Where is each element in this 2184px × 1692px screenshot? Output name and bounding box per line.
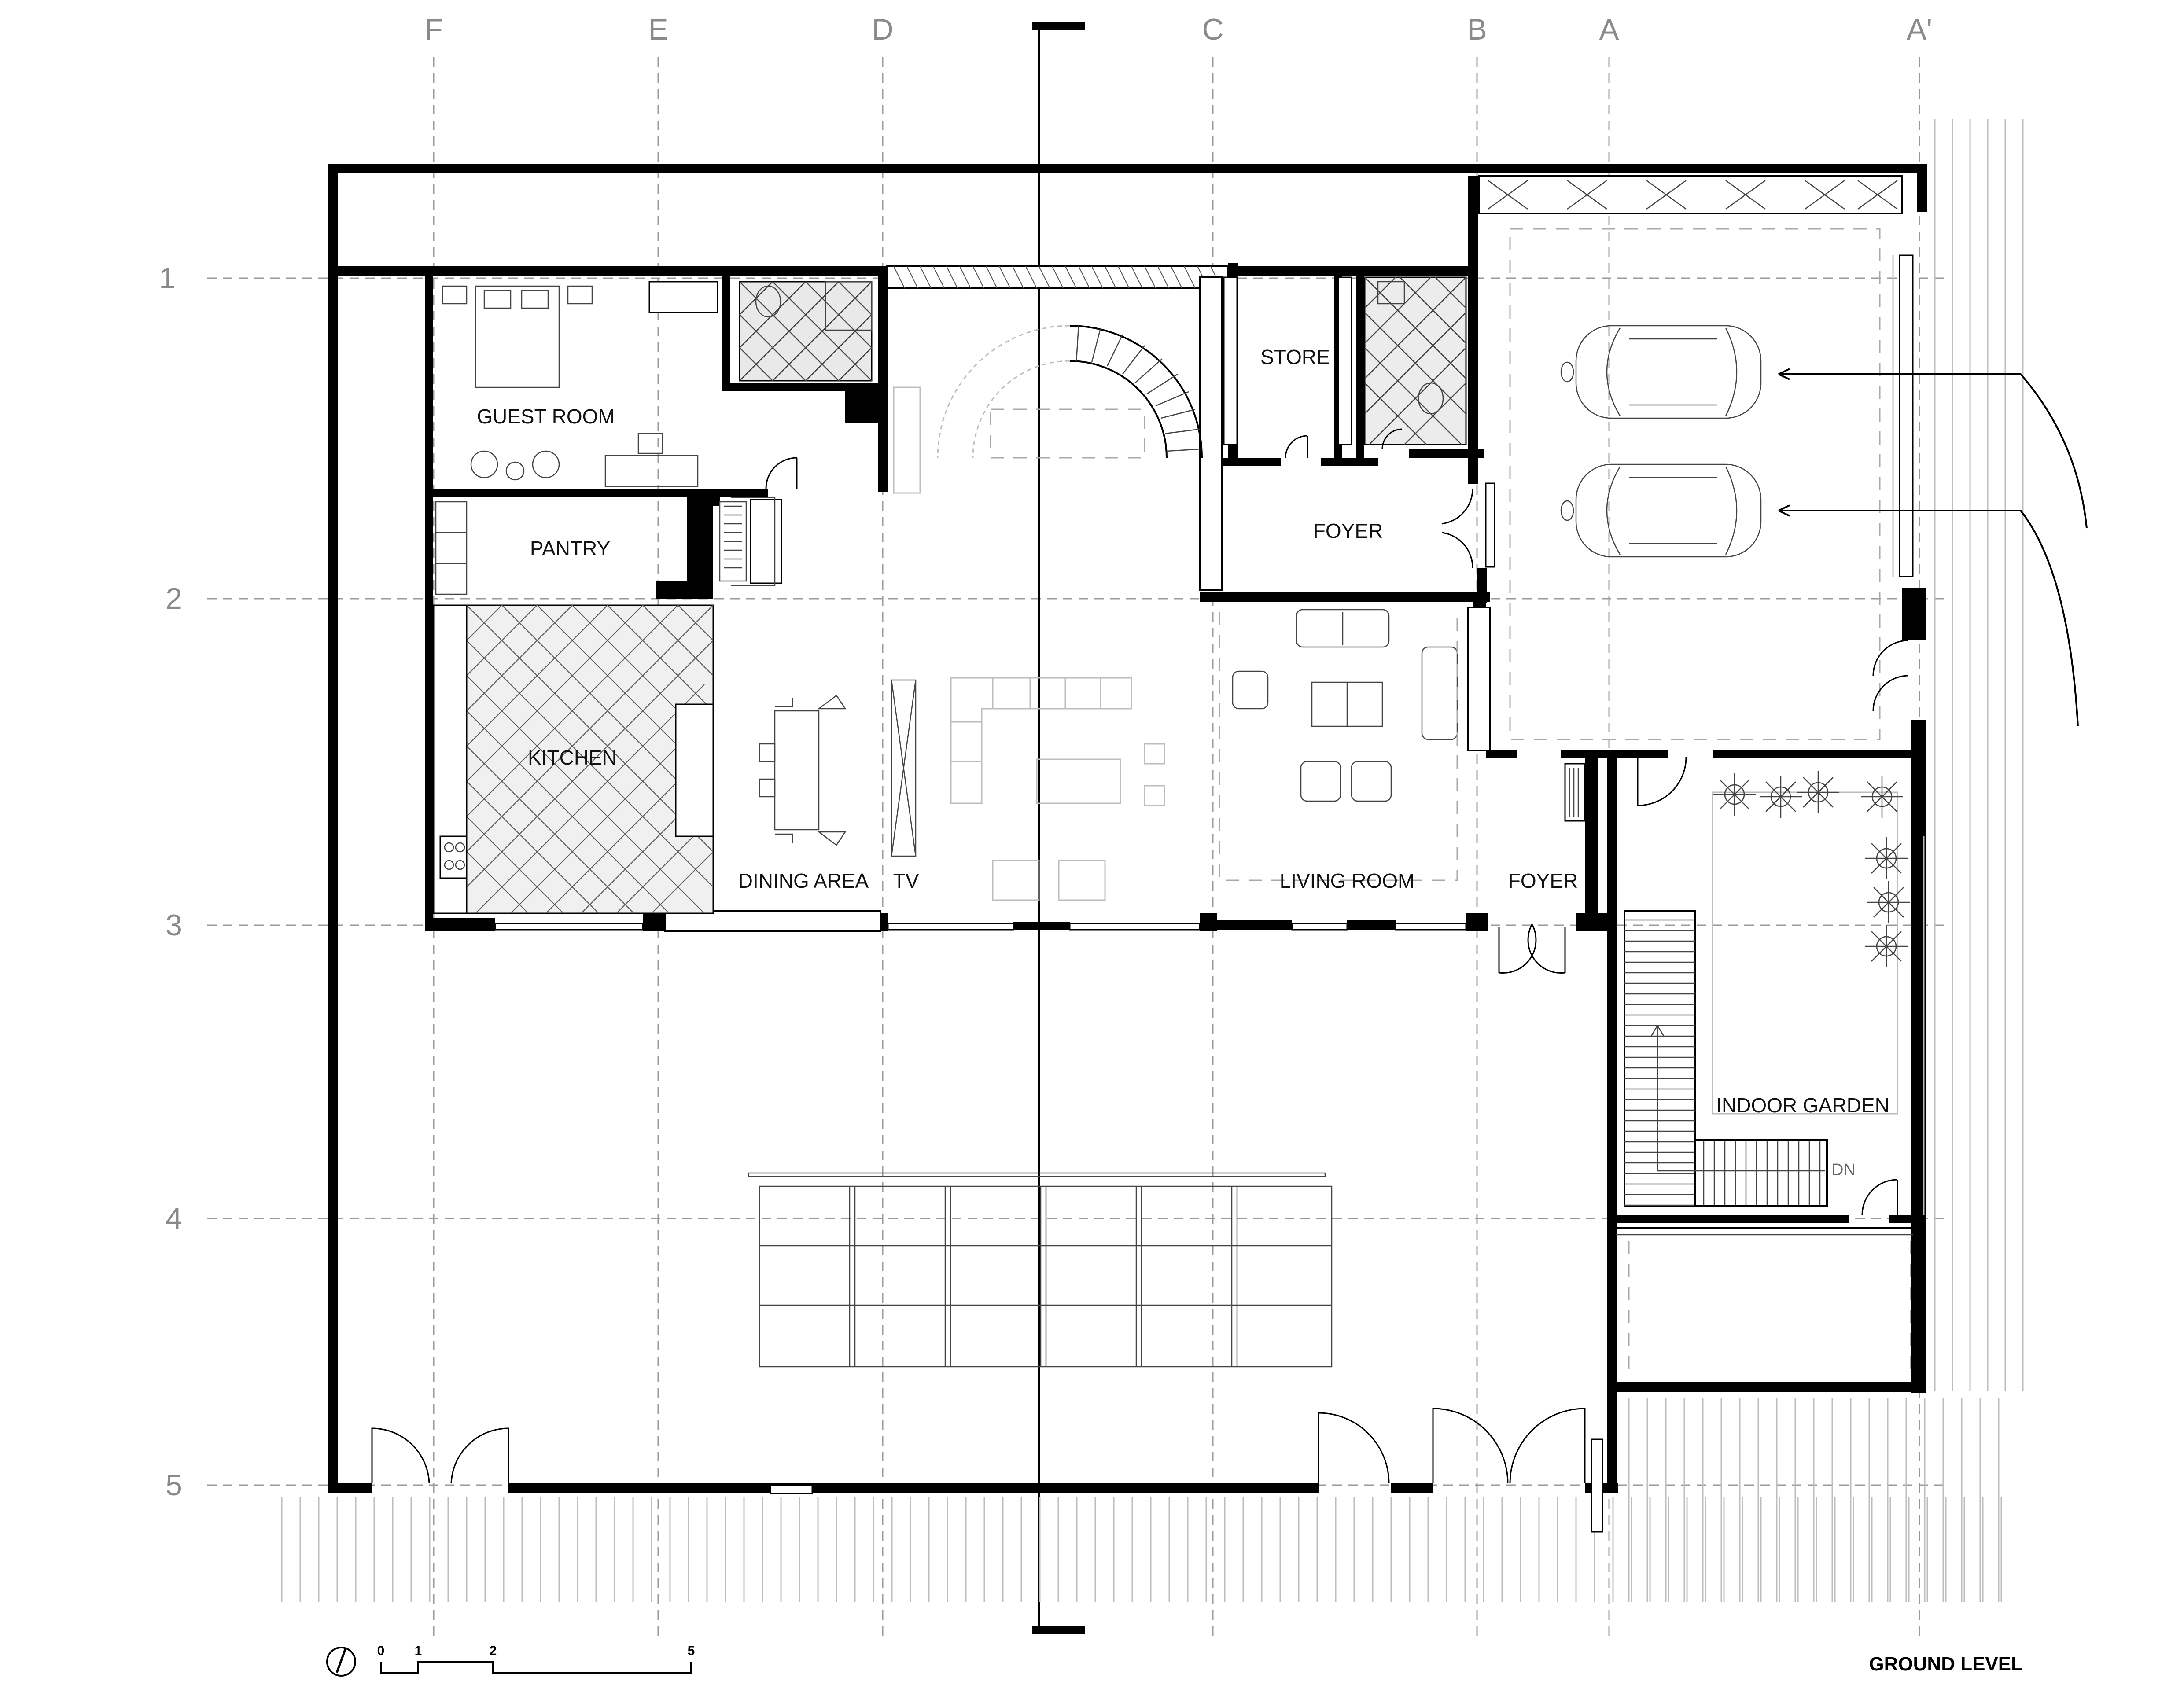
grid-label-a-prime: A'	[1907, 13, 1932, 46]
curved-staircase	[893, 325, 1203, 494]
scale-tick-2: 2	[490, 1644, 497, 1658]
label-pantry: PANTRY	[530, 537, 610, 560]
grid-label-b: B	[1467, 13, 1487, 46]
grid-label-2: 2	[166, 582, 182, 615]
grid-label-1: 1	[159, 261, 176, 295]
store-foyer-furniture	[1223, 276, 1473, 568]
plant-icon	[1713, 773, 1756, 816]
plant-icon	[1865, 925, 1908, 967]
lower-foyer	[1498, 757, 1687, 974]
grid-label-e: E	[648, 13, 668, 46]
car-icon	[1560, 463, 1762, 558]
label-tv: TV	[893, 869, 919, 892]
label-store: STORE	[1260, 346, 1330, 368]
ground-hatching-bottom	[281, 1497, 2002, 1602]
pergola	[748, 1172, 1333, 1368]
grid-label-f: F	[424, 13, 443, 46]
guest-room-furniture	[442, 281, 873, 489]
hatched-partitions	[664, 265, 1495, 932]
lower-deck	[1616, 1227, 1913, 1373]
label-dining-area: DINING AREA	[738, 869, 869, 892]
grid-label-c: C	[1202, 13, 1223, 46]
label-guest-room: GUEST ROOM	[477, 405, 615, 428]
interior-walls	[425, 176, 1924, 1223]
label-indoor-garden: INDOOR GARDEN	[1716, 1094, 1889, 1117]
plant-icon	[1861, 776, 1903, 818]
grid-label-a: A	[1599, 13, 1619, 46]
dining-furniture	[759, 679, 917, 857]
garage	[1478, 175, 2088, 740]
scale-bar: 0 1 2 5	[377, 1644, 695, 1674]
grid-label-d: D	[872, 13, 893, 46]
label-kitchen: KITCHEN	[528, 746, 617, 769]
plant-icon	[1760, 776, 1802, 818]
windows-row-3	[494, 923, 1467, 931]
grid-label-5: 5	[166, 1468, 182, 1502]
living-furniture	[1219, 609, 1458, 881]
scale-tick-0: 0	[377, 1644, 385, 1658]
label-foyer-upper: FOYER	[1313, 519, 1383, 542]
grid-label-3: 3	[166, 909, 182, 942]
scale-tick-1: 1	[415, 1644, 422, 1658]
garden-staircase	[1624, 791, 1925, 1215]
plant-icons	[1713, 771, 1910, 967]
drawing-title: GROUND LEVEL	[1869, 1653, 2023, 1675]
kitchen-furniture	[433, 497, 782, 914]
label-living-room: LIVING ROOM	[1280, 869, 1415, 892]
grid-label-4: 4	[166, 1202, 182, 1235]
car-icon	[1560, 325, 1762, 419]
family-sofa-faint	[950, 677, 1165, 901]
front-doors	[371, 1408, 1603, 1533]
label-foyer-lower: FOYER	[1508, 869, 1578, 892]
label-stair-down: DN	[1831, 1161, 1856, 1179]
room-labels: GUEST ROOM PANTRY KITCHEN DINING AREA TV…	[477, 346, 1889, 1179]
ground-hatching-right	[1628, 119, 2024, 1602]
plant-icon	[1865, 837, 1908, 879]
plant-icon	[1797, 771, 1839, 813]
north-arrow-icon	[326, 1647, 356, 1677]
plant-icon	[1867, 881, 1910, 923]
scale-tick-5: 5	[688, 1644, 695, 1658]
section-line	[1032, 22, 1085, 1634]
